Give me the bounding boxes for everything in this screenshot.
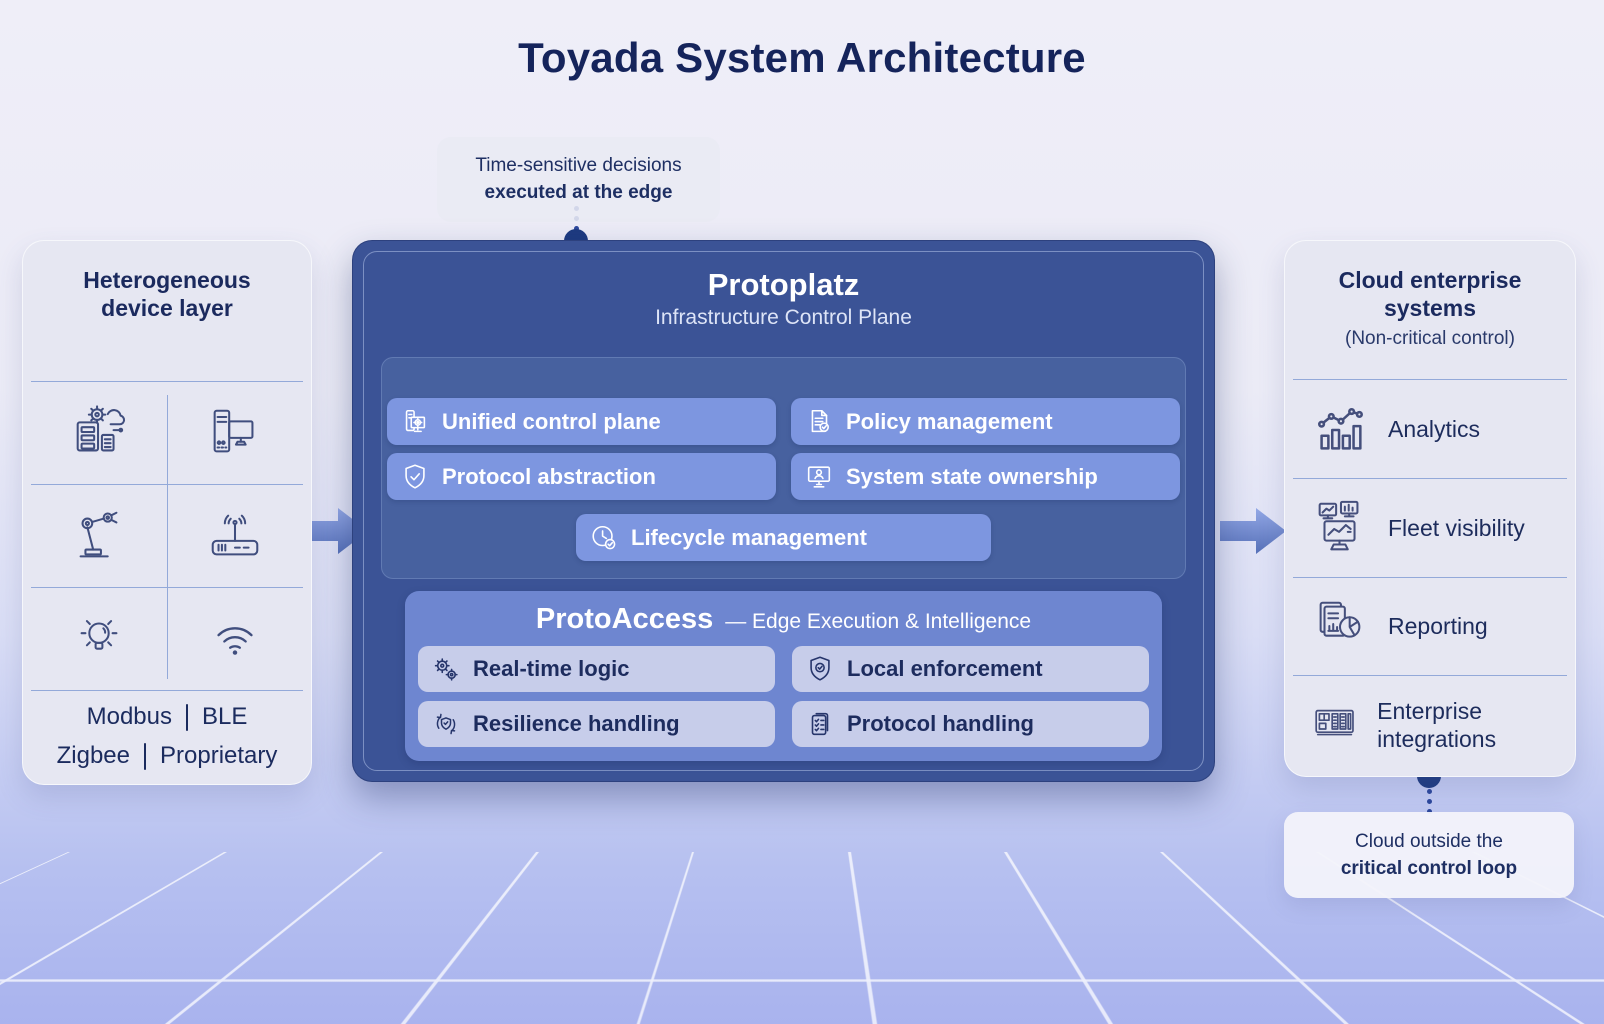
feature-pill: Protocol handling — [792, 701, 1149, 747]
control-plane-icon — [405, 409, 426, 432]
protoplatz-panel: Protoplatz Infrastructure Control Plane … — [352, 240, 1215, 782]
integrations-panel-icon — [1315, 709, 1354, 736]
protocol-labels: Modbus BLE Zigbee Proprietary — [23, 703, 311, 770]
feature-pill: Local enforcement — [792, 646, 1149, 692]
cloud-loop-callout: Cloud outside the critical control loop — [1284, 812, 1574, 898]
iot-gateway-icon — [167, 485, 303, 587]
device-row — [31, 382, 303, 484]
smart-bulb-icon — [31, 588, 167, 690]
protoplatz-title: Protoplatz — [707, 267, 860, 302]
capability-grid: Unified control plane Policy management — [382, 358, 1185, 500]
shield-check-icon — [405, 463, 425, 489]
capability-pill: Protocol abstraction — [387, 453, 776, 500]
fleet-dashboard-icon — [1318, 500, 1359, 550]
control-plane-section: Unified control plane Policy management — [381, 357, 1186, 579]
device-icon-grid — [31, 381, 303, 691]
protoaccess-header: ProtoAccess — Edge Execution & Intellige… — [405, 603, 1162, 636]
edge-decisions-callout: Time-sensitive decisions executed at the… — [437, 137, 720, 222]
gears-icon — [434, 658, 458, 681]
analytics-chart-icon — [1318, 407, 1363, 450]
list-item: Reporting — [1293, 576, 1567, 676]
cloud-item-list: Analytics Fleet visibility — [1293, 379, 1567, 774]
divider — [144, 742, 146, 770]
flow-arrow-right — [1220, 508, 1286, 554]
list-item: Enterprise integrations — [1293, 675, 1567, 774]
callout-line: Time-sensitive decisions — [475, 155, 682, 176]
callout-line-bold: critical control loop — [1340, 857, 1518, 879]
feature-pill: Real-time logic — [418, 646, 775, 692]
divider — [167, 395, 168, 679]
monitor-user-icon — [807, 465, 831, 488]
capability-pill: System state ownership — [791, 453, 1180, 500]
protocol-line: Modbus BLE — [86, 703, 248, 731]
report-pie-icon — [1319, 602, 1361, 639]
list-item: Analytics — [1293, 380, 1567, 478]
device-layer-panel: Heterogeneous device layer — [22, 240, 312, 785]
device-layer-title: Heterogeneous device layer — [83, 267, 251, 321]
capability-pill: Lifecycle management — [576, 514, 991, 561]
callout-line: Cloud outside the — [1355, 830, 1503, 852]
policy-document-icon — [811, 409, 829, 432]
capability-pill: Policy management — [791, 398, 1180, 445]
protoaccess-subtitle: — Edge Execution & Intelligence — [725, 610, 1032, 633]
wifi-icon — [167, 588, 303, 690]
protoaccess-title: ProtoAccess — [535, 603, 714, 635]
protocol-line: Zigbee Proprietary — [56, 742, 278, 770]
protoplatz-subtitle: Infrastructure Control Plane — [655, 306, 912, 329]
cloud-panel-title: Cloud enterprise systems — [1338, 267, 1522, 321]
robot-arm-icon — [31, 485, 167, 587]
checklist-icon — [811, 712, 829, 736]
list-item: Fleet visibility — [1293, 477, 1567, 577]
callout-line-bold: executed at the edge — [484, 182, 673, 203]
cloud-systems-panel: Cloud enterprise systems (Non-critical c… — [1284, 240, 1576, 777]
shield-check-icon — [810, 656, 830, 681]
flow-arrow-left — [302, 508, 368, 554]
protoaccess-section: ProtoAccess — Edge Execution & Intellige… — [405, 591, 1162, 761]
dotted-connector — [1427, 789, 1432, 814]
capability-pill: Unified control plane — [387, 398, 776, 445]
feature-grid: Real-time logic Local enforcement — [405, 636, 1162, 747]
industrial-pc-icon — [167, 382, 303, 484]
page-title: Toyada System Architecture — [518, 34, 1086, 81]
industrial-controller-cloud-icon — [31, 382, 167, 484]
divider — [186, 703, 188, 731]
cloud-panel-subtitle: (Non-critical control) — [1345, 328, 1515, 350]
resilience-cycle-icon — [436, 713, 456, 735]
feature-pill: Resilience handling — [418, 701, 775, 747]
clock-check-icon — [592, 525, 616, 549]
